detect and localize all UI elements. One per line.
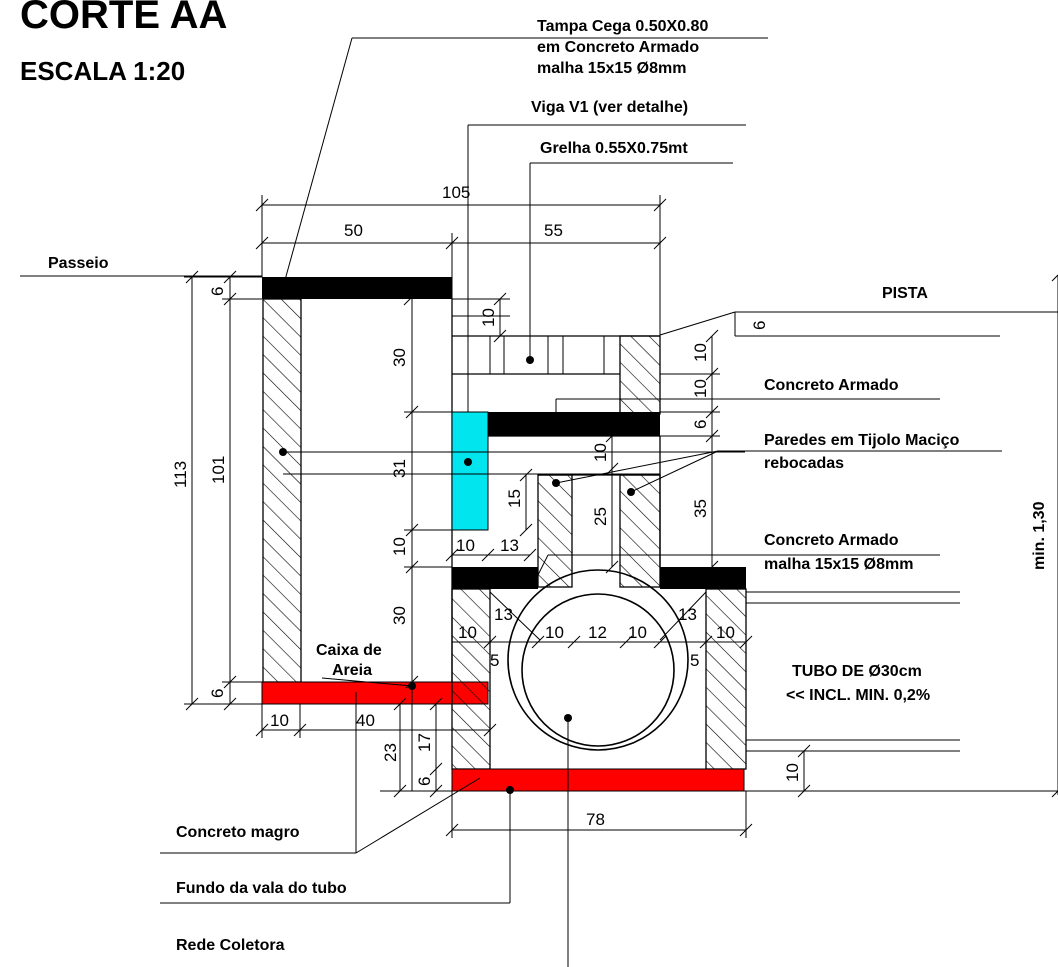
svg-text:Areia: Areia [332, 662, 372, 679]
concreto-armado-slab [488, 412, 660, 436]
svg-text:Paredes em Tijolo Maciço: Paredes em Tijolo Maciço [764, 432, 960, 449]
svg-text:TUBO DE Ø30cm: TUBO DE Ø30cm [792, 663, 922, 680]
tampa-label: Tampa Cega 0.50X0.80 em Concreto Armado … [537, 18, 708, 77]
svg-text:rebocadas: rebocadas [764, 455, 844, 472]
svg-text:6: 6 [415, 777, 434, 786]
svg-text:10: 10 [270, 711, 289, 730]
leader-dots [279, 356, 635, 794]
svg-text:78: 78 [586, 810, 605, 829]
drawing-title: CORTE AA [20, 0, 227, 37]
svg-text:Caixa de: Caixa de [316, 642, 382, 659]
svg-text:50: 50 [344, 221, 363, 240]
svg-text:15: 15 [505, 489, 524, 508]
svg-text:30: 30 [390, 606, 409, 625]
svg-text:10: 10 [479, 308, 498, 327]
svg-text:105: 105 [442, 183, 470, 202]
svg-text:<< INCL. MIN. 0,2%: << INCL. MIN. 0,2% [786, 687, 930, 704]
tampa-cega [262, 277, 452, 299]
svg-text:10: 10 [456, 536, 475, 555]
beam-v1 [451, 411, 489, 531]
tubo-label: TUBO DE Ø30cm << INCL. MIN. 0,2% [786, 663, 930, 704]
concreto-armado-label: Concreto Armado [764, 377, 899, 394]
concreto-armado-malha-label: Concreto Armado malha 15x15 Ø8mm [764, 532, 913, 573]
brick-wall-right [619, 474, 661, 588]
grelha-label: Grelha 0.55X0.75mt [540, 140, 688, 157]
dimension-lines [184, 195, 1058, 838]
caixa-areia-label: Caixa de Areia [316, 642, 382, 679]
dimension-texts: 105 50 55 6 113 101 6 30 31 10 30 10 10 … [171, 183, 802, 829]
svg-text:13: 13 [678, 605, 697, 624]
svg-text:5: 5 [690, 651, 699, 670]
svg-text:35: 35 [691, 499, 710, 518]
svg-text:17: 17 [415, 733, 434, 752]
slab-left [452, 567, 538, 589]
paredes-label: Paredes em Tijolo Maciço rebocadas [764, 432, 960, 472]
svg-text:10: 10 [691, 379, 710, 398]
tube-wall-left [451, 588, 491, 770]
svg-text:em Concreto Armado: em Concreto Armado [537, 39, 699, 56]
svg-text:6: 6 [208, 689, 227, 698]
svg-text:10: 10 [783, 763, 802, 782]
viga-label: Viga V1 (ver detalhe) [531, 99, 688, 116]
svg-text:10: 10 [390, 537, 409, 556]
svg-text:5: 5 [490, 651, 499, 670]
svg-text:13: 13 [500, 536, 519, 555]
svg-text:Tampa Cega 0.50X0.80: Tampa Cega 0.50X0.80 [537, 18, 708, 35]
svg-text:30: 30 [390, 348, 409, 367]
svg-text:25: 25 [591, 507, 610, 526]
svg-text:31: 31 [390, 459, 409, 478]
tube-wall-right [705, 588, 747, 770]
min-height-label: min. 1,30 [1031, 501, 1048, 570]
svg-text:113: 113 [171, 461, 190, 488]
grelha [489, 336, 621, 374]
svg-text:6: 6 [750, 321, 769, 330]
svg-text:10: 10 [628, 623, 647, 642]
right-upper-wall [619, 335, 661, 415]
svg-text:10: 10 [691, 343, 710, 362]
brick-wall-left [537, 474, 573, 588]
left-wall [262, 298, 302, 683]
svg-text:10: 10 [458, 623, 477, 642]
passeio-label: Passeio [48, 255, 109, 272]
svg-text:malha 15x15 Ø8mm: malha 15x15 Ø8mm [537, 60, 686, 77]
svg-text:6: 6 [691, 420, 710, 429]
svg-text:10: 10 [591, 443, 610, 462]
drawing-scale: ESCALA 1:20 [20, 56, 185, 86]
svg-text:23: 23 [381, 743, 400, 762]
svg-text:6: 6 [208, 287, 227, 296]
svg-text:12: 12 [588, 623, 607, 642]
tube-outer [507, 569, 689, 751]
svg-text:Concreto Armado: Concreto Armado [764, 532, 899, 549]
slab-right [660, 567, 746, 589]
concreto-magro-label: Concreto magro [176, 824, 300, 841]
svg-text:malha 15x15 Ø8mm: malha 15x15 Ø8mm [764, 556, 913, 573]
concreto-magro-base [451, 768, 745, 792]
svg-text:101: 101 [209, 456, 228, 484]
rede-coletora-label: Rede Coletora [176, 937, 285, 954]
svg-text:40: 40 [356, 711, 375, 730]
svg-text:10: 10 [716, 623, 735, 642]
svg-text:10: 10 [545, 623, 564, 642]
pista-label: PISTA [882, 285, 928, 302]
tube-inner [521, 593, 675, 747]
fundo-vala-label: Fundo da vala do tubo [176, 880, 347, 897]
svg-text:55: 55 [544, 221, 563, 240]
svg-text:13: 13 [494, 605, 513, 624]
